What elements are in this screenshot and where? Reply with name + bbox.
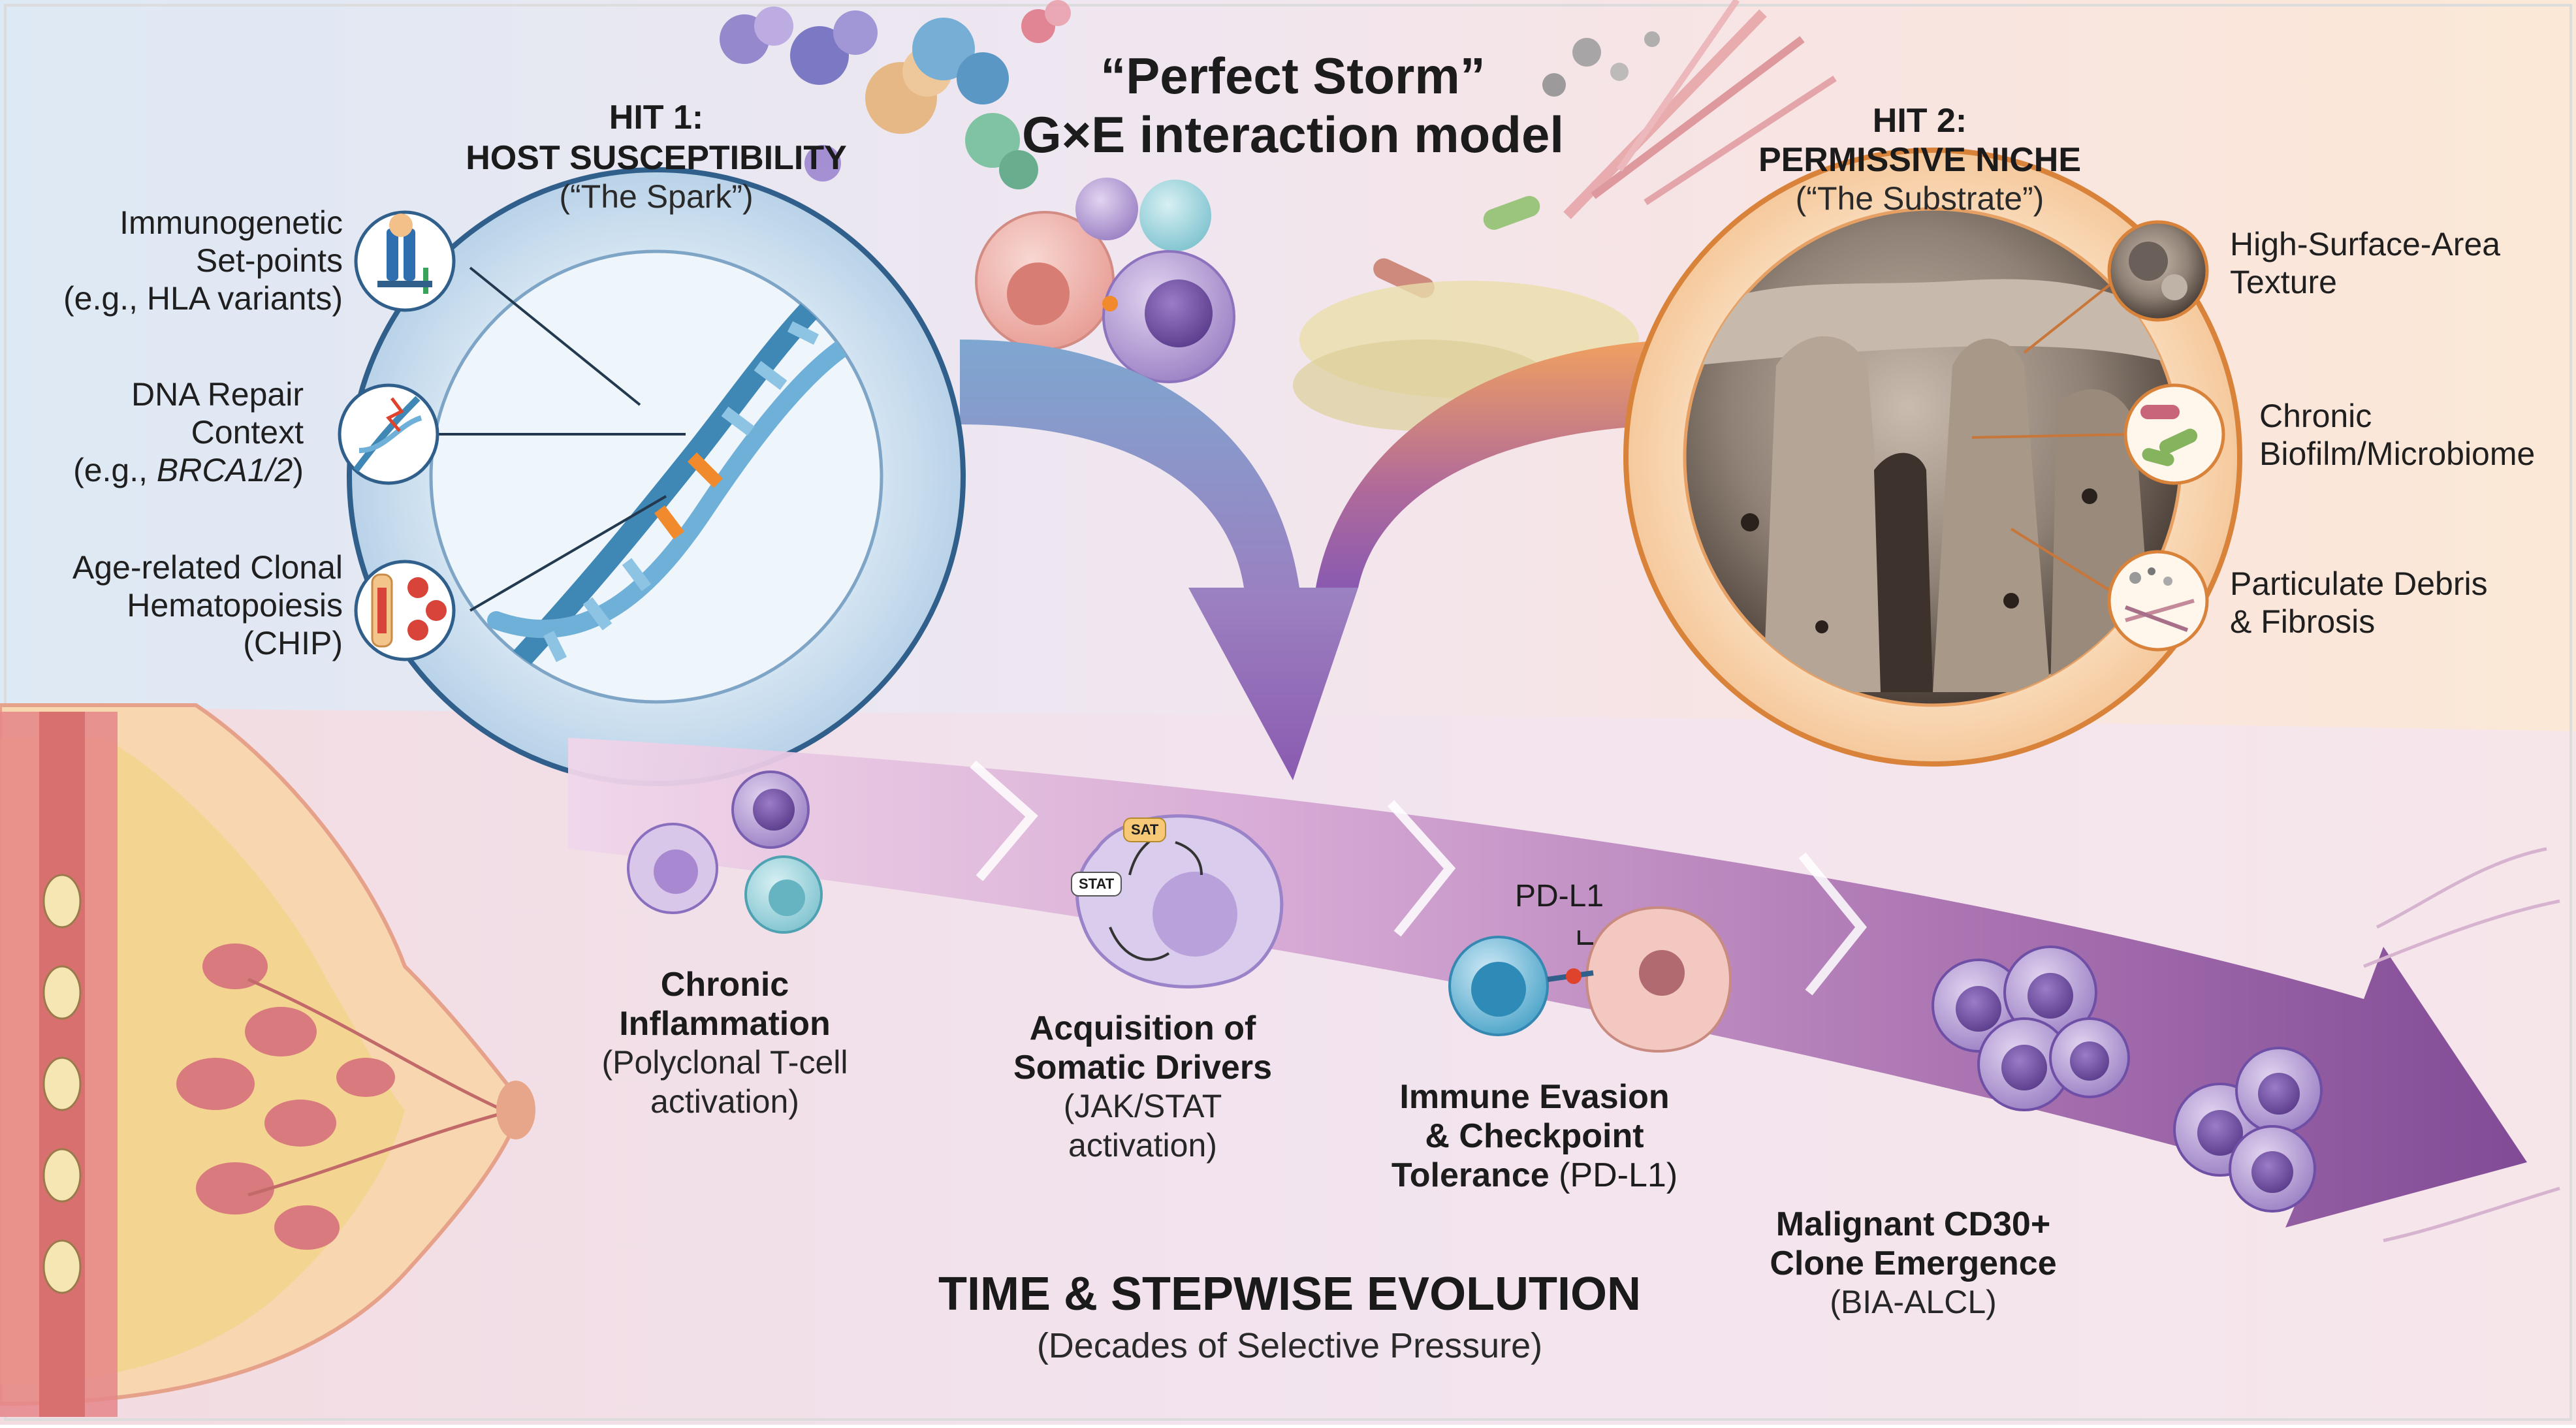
hit1-circle bbox=[347, 167, 966, 786]
stage2-sub-line1: (JAK/STAT bbox=[1063, 1088, 1222, 1124]
evolution-subtitle: (Decades of Selective Pressure) bbox=[1036, 1326, 1543, 1365]
stage3-pdl1-marker: PD-L1 bbox=[1515, 879, 1604, 913]
hit2-subtitle: (“The Substrate”) bbox=[1795, 180, 2044, 217]
hla-receptor-icon bbox=[354, 210, 456, 312]
hit1-title-line2: HOST SUSCEPTIBILITY bbox=[466, 139, 847, 177]
hit2-title-line1: HIT 2: bbox=[1872, 102, 1967, 140]
stage1-sub-line2: activation) bbox=[650, 1083, 799, 1120]
hit2-factor1-line1: High-Surface-Area bbox=[2230, 226, 2501, 262]
stage2-stat-chip: STAT bbox=[1071, 872, 1122, 896]
diagram-title-line1: “Perfect Storm” bbox=[1100, 47, 1486, 104]
stage1-tcell-cluster bbox=[627, 770, 823, 934]
hit1-subtitle: (“The Spark”) bbox=[559, 178, 754, 215]
hit2-factor1-line2: Texture bbox=[2230, 264, 2337, 300]
hit1-factor2-gene: BRCA1/2 bbox=[156, 452, 293, 488]
hit2-factor2-line1: Chronic bbox=[2259, 398, 2372, 434]
stage4-title-line2: Clone Emergence bbox=[1770, 1245, 2057, 1282]
stage4-malignant-cells bbox=[1932, 847, 2560, 1243]
stage3-title-line1: Immune Evasion bbox=[1399, 1078, 1670, 1116]
convergence-arrow-left bbox=[960, 340, 1358, 780]
hit1-factor3-line2: Hematopoiesis bbox=[127, 587, 343, 624]
stage3-title-line2: & Checkpoint bbox=[1425, 1117, 1644, 1155]
stage4-title-line1: Malignant CD30+ bbox=[1775, 1205, 2051, 1243]
bacteria-icon bbox=[2123, 383, 2225, 485]
hit1-factor3-line1: Age-related Clonal bbox=[72, 549, 343, 586]
hit2-factor3-line2: & Fibrosis bbox=[2230, 603, 2376, 640]
hit2-circle bbox=[1623, 148, 2242, 767]
hit1-factor2-line1: DNA Repair bbox=[131, 376, 304, 413]
hit1-factor1-line3: (e.g., HLA variants) bbox=[63, 280, 343, 317]
hit1-factor1-line1: Immunogenetic bbox=[119, 204, 343, 241]
stage2-sat-chip: SAT bbox=[1123, 817, 1167, 842]
stage3-title-line3: Tolerance (PD-L1) bbox=[1391, 1156, 1678, 1194]
stage2-cell-jakstat bbox=[1075, 814, 1284, 989]
implant-surface-sem-image bbox=[1691, 279, 2181, 692]
diagram-title-line2: G×E interaction model bbox=[1021, 106, 1564, 163]
hit1-factor1-line2: Set-points bbox=[195, 242, 343, 279]
dna-helix-illustration bbox=[485, 263, 865, 697]
bone-marrow-icon bbox=[354, 560, 456, 661]
hit1-factor3-line3: (CHIP) bbox=[243, 625, 343, 661]
hit1-title-line1: HIT 1: bbox=[609, 99, 704, 136]
stage2-title-line2: Somatic Drivers bbox=[1013, 1049, 1272, 1087]
immune-synapse-illustration bbox=[975, 178, 1235, 383]
hit1-factor2-line3: (e.g., BRCA1/2) bbox=[73, 452, 304, 488]
convergence-arrow-right bbox=[1316, 340, 1698, 588]
evolution-title: TIME & STEPWISE EVOLUTION bbox=[938, 1268, 1642, 1320]
hit2-factor2-line2: Biofilm/Microbiome bbox=[2259, 436, 2536, 472]
hit2-title-line2: PERMISSIVE NICHE bbox=[1758, 141, 2082, 179]
stage2-sub-line2: activation) bbox=[1068, 1127, 1217, 1164]
breast-anatomy-illustration bbox=[0, 703, 535, 1417]
stage2-title-line1: Acquisition of bbox=[1029, 1009, 1256, 1047]
protein-molecules-illustration bbox=[720, 0, 1071, 189]
textured-surface-icon bbox=[2107, 220, 2209, 322]
hit2-factor3-line1: Particulate Debris bbox=[2230, 565, 2488, 602]
hit1-factor2-line2: Context bbox=[191, 414, 304, 451]
stage1-title-line1: Chronic bbox=[660, 966, 789, 1004]
broken-dna-icon bbox=[338, 383, 439, 485]
stage1-sub-line1: (Polyclonal T-cell bbox=[601, 1044, 848, 1081]
stage1-title-line2: Inflammation bbox=[619, 1005, 831, 1043]
stage4-sub-line1: (BIA-ALCL) bbox=[1830, 1284, 1997, 1320]
stage3-checkpoint-cells bbox=[1448, 906, 1732, 1053]
debris-fibers-icon bbox=[2107, 550, 2209, 652]
